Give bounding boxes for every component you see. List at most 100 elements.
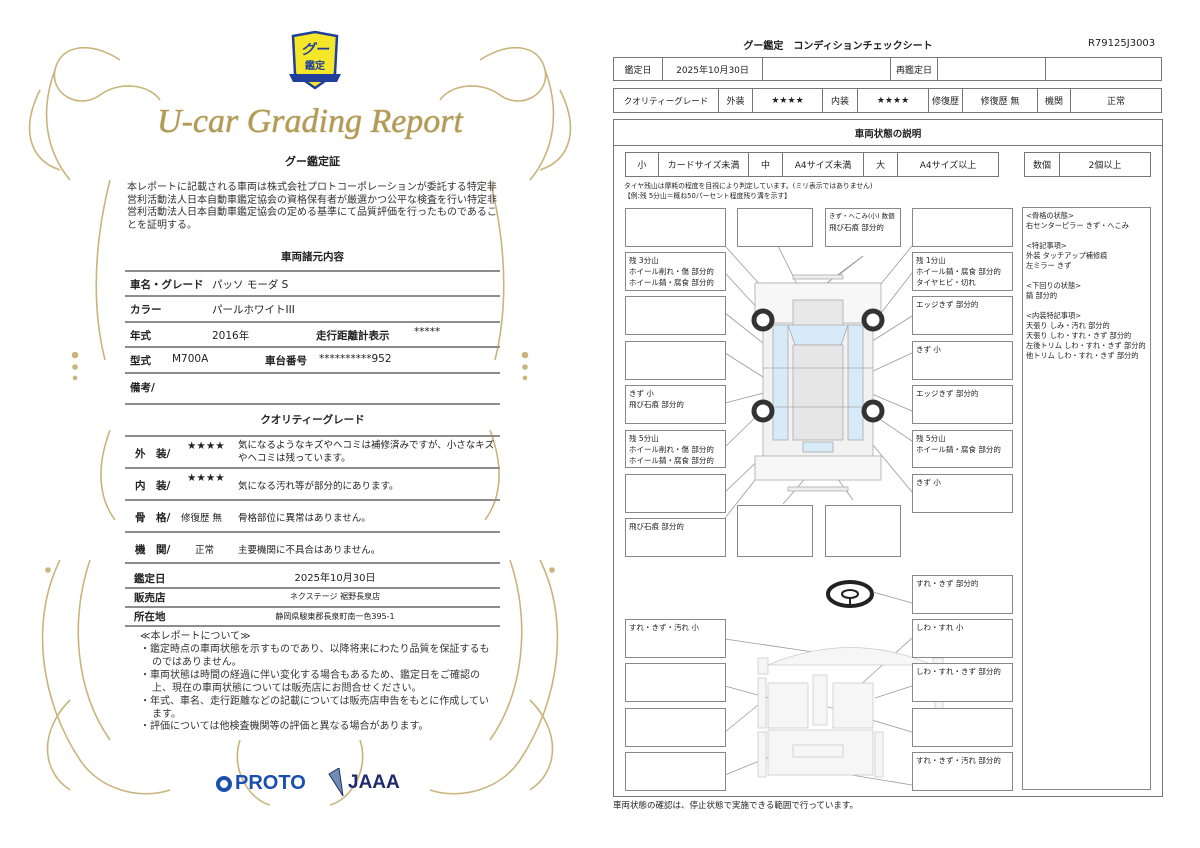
- section-title: 車両状態の説明: [613, 119, 1163, 146]
- grade-rating: ★★★★: [187, 440, 225, 452]
- damage-box-rear-right-tire: 残 5分山 ホイール錆・腐食 部分的: [912, 430, 1013, 468]
- condition-remarks-box: <骨格の状態> 右センターピラー きず・へこみ <特記事項> 外装 タッチアップ…: [1022, 207, 1151, 790]
- proto-logo: PROTO: [216, 772, 306, 795]
- shop-label: 販売店: [134, 592, 166, 604]
- goo-kantei-shield-logo: グー 鑑定: [289, 30, 341, 90]
- damage-box-rear-seat: すれ・きず・汚れ 部分的: [912, 752, 1013, 791]
- damage-box-right-side: きず 小: [912, 341, 1013, 380]
- car-exterior-diagram: [724, 245, 913, 519]
- remarks-label: 備考/: [130, 382, 155, 394]
- damage-box: [625, 752, 726, 791]
- notes-title: ≪本レポートについて≫: [140, 631, 251, 642]
- grade-description: 気になる汚れ等が部分的にあります。: [238, 481, 399, 492]
- grade-label: 骨 格/: [135, 512, 171, 524]
- grade-rating: 修復歴 無: [181, 513, 223, 524]
- odometer-label: 走行距離計表示: [316, 330, 390, 342]
- footer-note: 車両状態の確認は、停止状態で実施できる範囲で行っています。: [613, 801, 859, 811]
- blank-cell: [1045, 57, 1162, 81]
- interior-rating: ★★★★: [857, 88, 929, 113]
- divider: [125, 499, 500, 501]
- report-id: R79125J3003: [1088, 38, 1156, 49]
- proto-logo-text: PROTO: [235, 772, 306, 794]
- engine-value: 正常: [1070, 88, 1162, 113]
- model-label: 型式: [130, 355, 151, 367]
- grade-description: 骨格部位に異常はありません。: [238, 513, 371, 524]
- damage-box-windshield: きず・へこみ(小) 数個 飛び石痕 部分的: [825, 208, 901, 247]
- reappraisal-label: 再鑑定日: [890, 57, 938, 81]
- year-label: 年式: [130, 330, 151, 342]
- divider: [125, 625, 500, 627]
- legend-few-desc: 2個以上: [1059, 152, 1151, 177]
- car-name-value: パッソ モーダ S: [212, 279, 289, 291]
- sheet-title: グー鑑定 コンディションチェックシート: [743, 41, 933, 52]
- damage-box: [625, 663, 726, 702]
- svg-text:鑑定: 鑑定: [305, 59, 325, 72]
- gold-ornamental-frame: [28, 46, 572, 806]
- damage-box: [625, 296, 726, 335]
- color-value: パールホワイトIII: [212, 304, 295, 316]
- appraisal-date-label: 鑑定日: [134, 573, 166, 585]
- damage-box-right-trim: しわ・すれ・きず 部分的: [912, 663, 1013, 702]
- damage-box: [625, 708, 726, 747]
- jaaa-logo-text: JAAA: [348, 772, 400, 793]
- grade-label: 外 装/: [135, 448, 171, 460]
- damage-box-right-front: エッジきず 部分的: [912, 296, 1013, 335]
- year-value: 2016年: [212, 330, 250, 342]
- shop-value: ネクステージ 裾野長泉店: [289, 592, 381, 601]
- grade-rating: ★★★★: [187, 472, 225, 484]
- damage-box-rear-right: きず 小: [912, 474, 1013, 513]
- note-item: ・車両状態は時間の経過に伴い変化する場合もあるため、鑑定日をご確認の上、現在の車…: [140, 670, 480, 694]
- car-interior-diagram: [724, 580, 944, 786]
- damage-box: [825, 505, 901, 557]
- divider: [125, 467, 500, 469]
- note-item: ・年式、車名、走行距離などの記載については販売店申告をもとに作成しています。: [140, 696, 489, 720]
- divider: [125, 270, 500, 272]
- legend-small: 小: [625, 152, 659, 177]
- odometer-value: *****: [414, 326, 441, 338]
- damage-box-steering: すれ・きず 部分的: [912, 575, 1013, 614]
- divider: [125, 587, 500, 589]
- damage-box: [625, 208, 726, 247]
- legend-large: 大: [863, 152, 898, 177]
- repair-label: 修復歴: [928, 88, 963, 113]
- tire-icons: [751, 308, 885, 423]
- engine-label: 機関: [1037, 88, 1071, 113]
- divider: [125, 321, 500, 323]
- reappraisal-value: [937, 57, 1046, 81]
- damage-box-dashboard: すれ・きず・汚れ 小: [625, 619, 726, 658]
- tire-note: タイヤ残山は摩耗の程度を目視により判定しています。(ミリ表示ではありません): [624, 182, 873, 190]
- legend-medium-desc: A4サイズ未満: [782, 152, 864, 177]
- blank-cell: [762, 57, 891, 81]
- damage-box: [912, 208, 1013, 247]
- date-label: 鑑定日: [613, 57, 663, 81]
- damage-box-left-side: きず 小 飛び石痕 部分的: [625, 385, 726, 424]
- quality-grade-title: クオリティーグレード: [260, 414, 365, 426]
- divider: [125, 531, 500, 533]
- grade-label: 内 装/: [135, 480, 171, 492]
- damage-box: [737, 505, 813, 557]
- divider: [125, 403, 500, 405]
- car-name-label: 車名・グレード: [130, 279, 204, 291]
- exterior-label: 外装: [718, 88, 753, 113]
- legend-small-desc: カードサイズ未満: [658, 152, 749, 177]
- note-item: ・評価については他検査機関等の評価と異なる場合があります。: [140, 721, 429, 732]
- jaaa-emblem-icon: [328, 768, 344, 797]
- grade-label: クオリティーグレード: [613, 88, 719, 113]
- damage-box-front-left-tire: 残 3分山 ホイール削れ・傷 部分的 ホイール錆・腐食 部分的: [625, 252, 726, 291]
- divider: [125, 606, 500, 608]
- damage-box-rear-left-tire: 残 5分山 ホイール削れ・傷 部分的 ホイール錆・腐食 部分的: [625, 430, 726, 468]
- exterior-rating: ★★★★: [752, 88, 823, 113]
- interior-label: 内装: [822, 88, 858, 113]
- damage-box-driver-seat: しわ・すれ 小: [912, 619, 1013, 658]
- svg-text:グー: グー: [301, 41, 330, 58]
- date-value: 2025年10月30日: [662, 57, 763, 81]
- damage-box-rear-left: 飛び石痕 部分的: [625, 518, 726, 557]
- damage-box-front-right-tire: 残 1分山 ホイール錆・腐食 部分的 タイヤヒビ・切れ: [912, 252, 1013, 291]
- certificate-title: グー鑑定証: [285, 155, 340, 168]
- divider: [125, 346, 500, 348]
- note-item: ・鑑定時点の車両状態を示すものであり、以降将来にわたり品質を保証するものではあり…: [140, 644, 490, 668]
- color-label: カラー: [130, 304, 162, 316]
- legend-large-desc: A4サイズ以上: [897, 152, 999, 177]
- appraisal-date-value: 2025年10月30日: [294, 573, 376, 584]
- address-value: 静岡県駿東郡長泉町南一色395-1: [275, 612, 395, 621]
